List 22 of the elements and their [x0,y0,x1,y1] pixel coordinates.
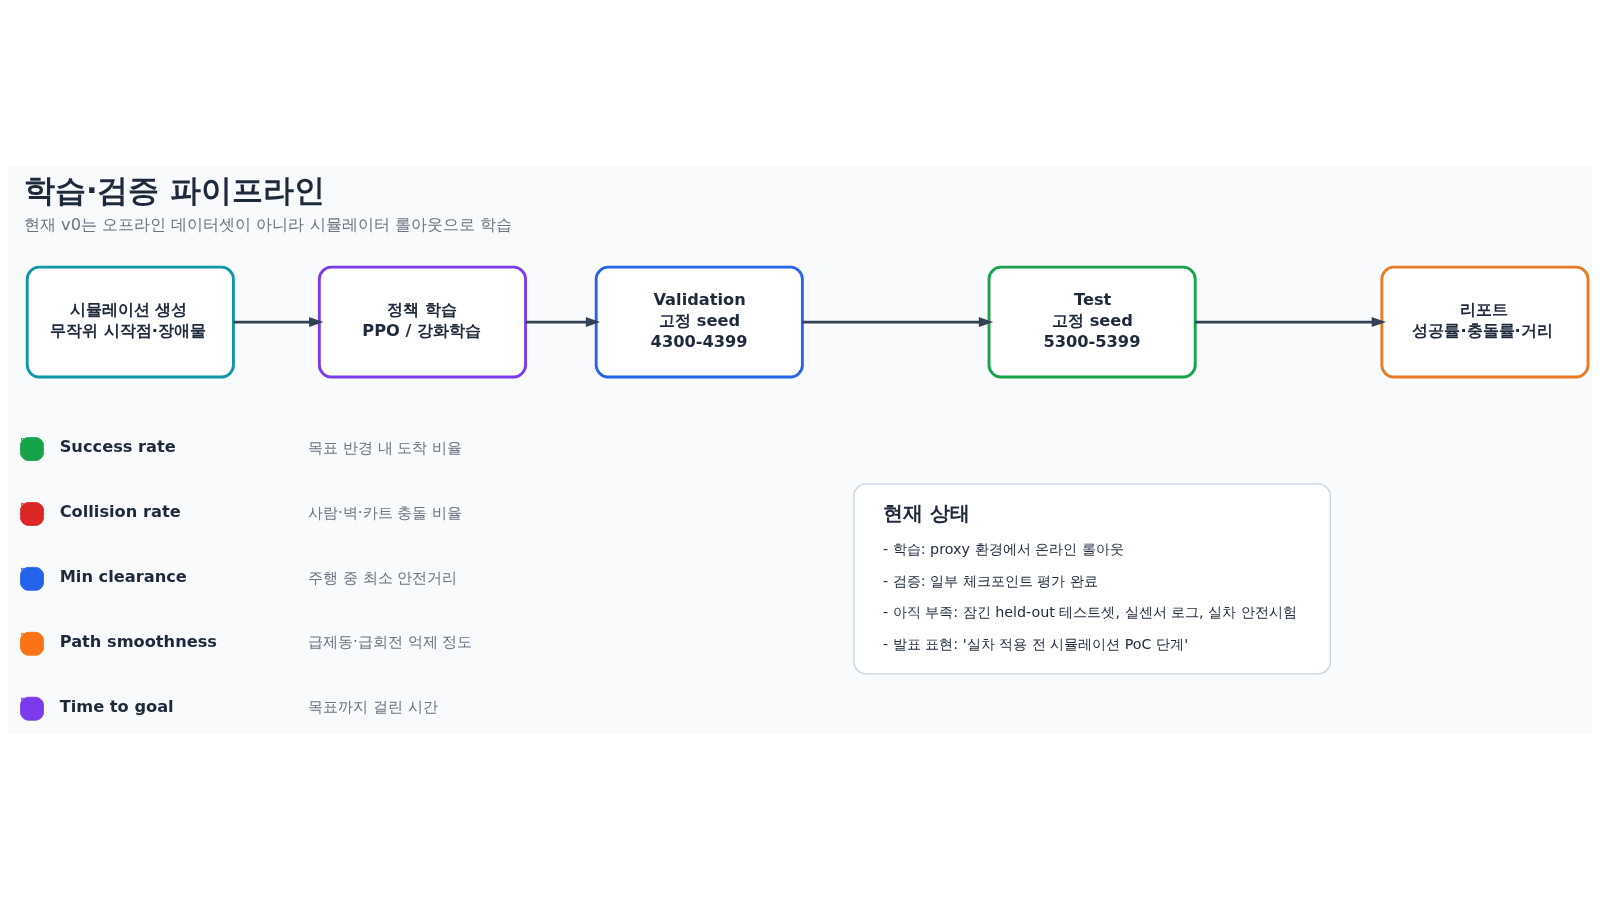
node-box: Test 고정 seed 5300-5399 [987,265,1197,379]
arrow [802,317,994,328]
arrow [1195,317,1387,328]
arrow [525,317,601,328]
label: 사람·벽·카트 충돌 비율 [307,503,463,522]
node-box: 시뮬레이션 생성 무작위 시작점·장애물 [25,265,235,379]
label: 목표 반경 내 도착 비율 [307,438,463,457]
node-box: Validation 고정 seed 4300-4399 [594,265,804,379]
legend-label: Time to goal [59,696,174,716]
node-box: 현재 상태 - 학습: proxy 환경에서 온라인 롤아웃 - 검증: 일부 체크포인트 평가 완료 - 아직 부족: 잠긴 held-out 테스트셋, 실센서 로그, 실차 안전시험 - 발표 표현: '실차 적용 전 시뮬레이션 PoC 단계' [853,483,1331,675]
legend-label: Success rate [59,437,176,456]
label: 급제동·급회전 억제 정도 [307,633,473,652]
diagram-title: 학습·검증 파이프라인 [23,172,326,208]
arrow [233,317,324,328]
legend-label: Collision rate [59,501,181,521]
caption: 현재 v0는 오프라인 데이터셋이 아니라 시뮬레이터 롤아웃으로 학습 [23,214,512,234]
label: 주행 중 최소 안전거리 [307,568,458,587]
legend-label: Min clearance [59,566,187,586]
label: 목표까지 걸린 시간 [307,698,438,717]
node-box: 정책 학습 PPO / 강화학습 [317,265,527,379]
node-box: 리포트 성공률·충돌률·거리 [1380,265,1590,379]
legend-label: Path smoothness [59,631,218,651]
